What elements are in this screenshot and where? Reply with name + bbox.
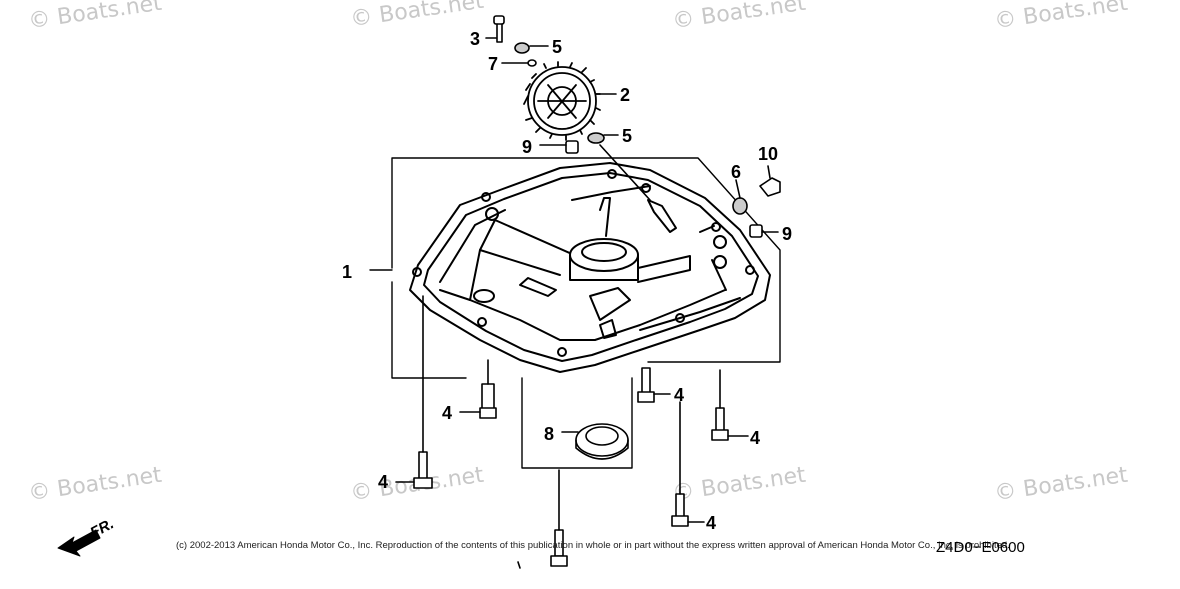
callout-6: 6 (731, 162, 742, 182)
washer-upper (514, 42, 549, 54)
oil-seal (561, 423, 629, 460)
callout-7: 7 (488, 54, 499, 74)
callout-4: 4 (442, 403, 453, 423)
dowel-pin-left (539, 140, 651, 201)
callout-8: 8 (544, 424, 555, 444)
callout-1: 1 (342, 262, 353, 282)
sealing-washer (732, 179, 748, 215)
oil-pan-case (409, 162, 771, 373)
callout-3: 3 (470, 29, 481, 49)
flange-bolts (395, 295, 749, 569)
gear-shaft-pin (485, 15, 505, 43)
callout-5: 5 (552, 37, 563, 57)
callout-9: 9 (522, 137, 533, 157)
governor-gear (523, 61, 601, 141)
clip (501, 59, 537, 67)
front-arrow-icon (57, 529, 101, 557)
washer-lower (587, 132, 619, 144)
diagram-code: Z4D0−E0600 (936, 539, 1025, 556)
callout-4: 4 (706, 513, 717, 533)
drain-bolt (759, 165, 781, 197)
dowel-pin-right (749, 224, 779, 238)
callout-9: 9 (782, 224, 793, 244)
callout-10: 10 (758, 144, 779, 164)
copyright-notice: (c) 2002-2013 American Honda Motor Co., … (176, 540, 1010, 551)
callout-5: 5 (622, 126, 633, 146)
callout-4: 4 (750, 428, 761, 448)
callout-4: 4 (378, 472, 389, 492)
callout-2: 2 (620, 85, 631, 105)
callout-4: 4 (674, 385, 685, 405)
